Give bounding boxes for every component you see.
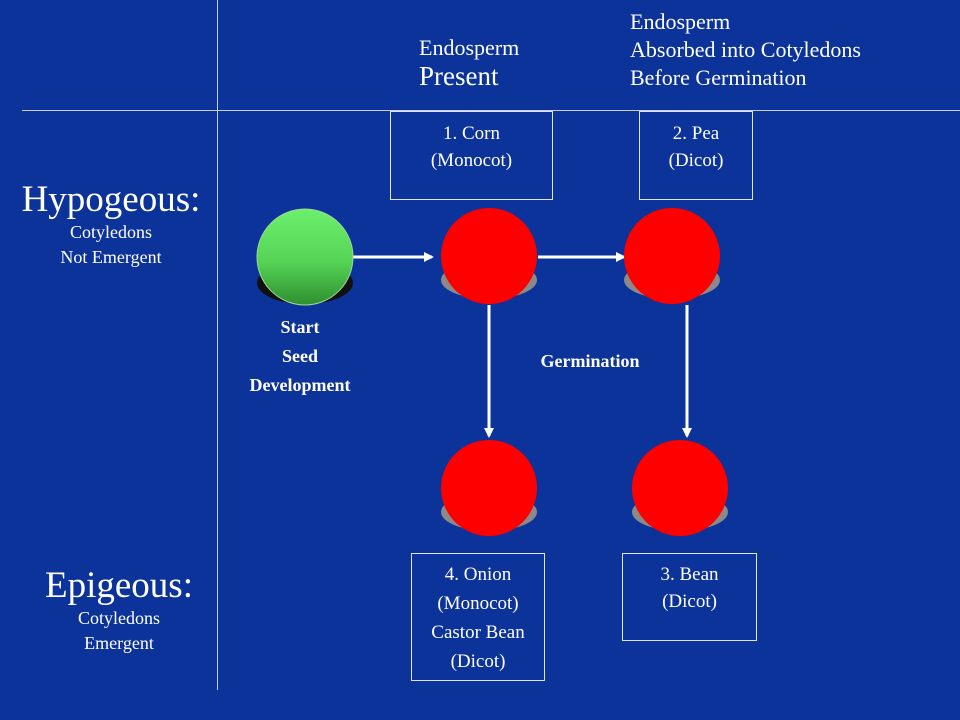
pea-box: 2. Pea (Dicot) (639, 111, 753, 200)
row-title: Epigeous: (45, 565, 193, 606)
germination-label: Germination (540, 351, 640, 371)
onion-box: 4. Onion (Monocot) Castor Bean (Dicot) (411, 553, 545, 681)
label-line: Start (280, 317, 320, 337)
box-line: (Dicot) (662, 591, 717, 612)
column-header-line: Absorbed into Cotyledons (630, 37, 861, 62)
corn-box: 1. Corn (Monocot) (390, 111, 553, 200)
horizontal-divider (22, 110, 960, 111)
start-node (256, 208, 354, 306)
row-header-hypogeous: Hypogeous: Cotyledons Not Emergent (0, 180, 222, 270)
box-line: (Monocot) (437, 593, 519, 614)
label-line: Development (249, 375, 351, 395)
bean-box: 3. Bean (Dicot) (622, 553, 757, 641)
box-line: Castor Bean (431, 622, 525, 643)
row-subtitle: Emergent (84, 633, 154, 653)
row-subtitle: Cotyledons (69, 222, 152, 242)
start-seed-development-label: Start Seed Development (220, 313, 380, 400)
column-header-line: Present (419, 61, 499, 91)
row-title: Hypogeous: (21, 179, 201, 220)
column-header-endosperm-absorbed: Endosperm Absorbed into Cotyledons Befor… (630, 8, 861, 92)
pea-node (624, 208, 720, 304)
box-line: 3. Bean (660, 564, 719, 585)
bean-node (632, 440, 728, 536)
row-header-epigeous: Epigeous: Cotyledons Emergent (8, 566, 230, 656)
column-header-line: Endosperm (419, 35, 520, 60)
column-header-line: Before Germination (630, 65, 807, 90)
corn-node (441, 208, 537, 304)
box-line: (Dicot) (450, 651, 506, 672)
row-subtitle: Cotyledons (77, 608, 160, 628)
box-line: 1. Corn (443, 123, 500, 144)
row-subtitle: Not Emergent (60, 247, 162, 267)
box-line: (Monocot) (430, 150, 513, 171)
column-header-line: Endosperm (630, 9, 731, 34)
box-line: (Dicot) (668, 150, 724, 171)
column-header-endosperm-present: Endosperm Present (419, 34, 519, 90)
label-line: Seed (282, 346, 318, 366)
box-line: 4. Onion (444, 564, 512, 585)
box-line: 2. Pea (672, 123, 720, 144)
onion-node (441, 440, 537, 536)
vertical-divider (217, 0, 218, 690)
